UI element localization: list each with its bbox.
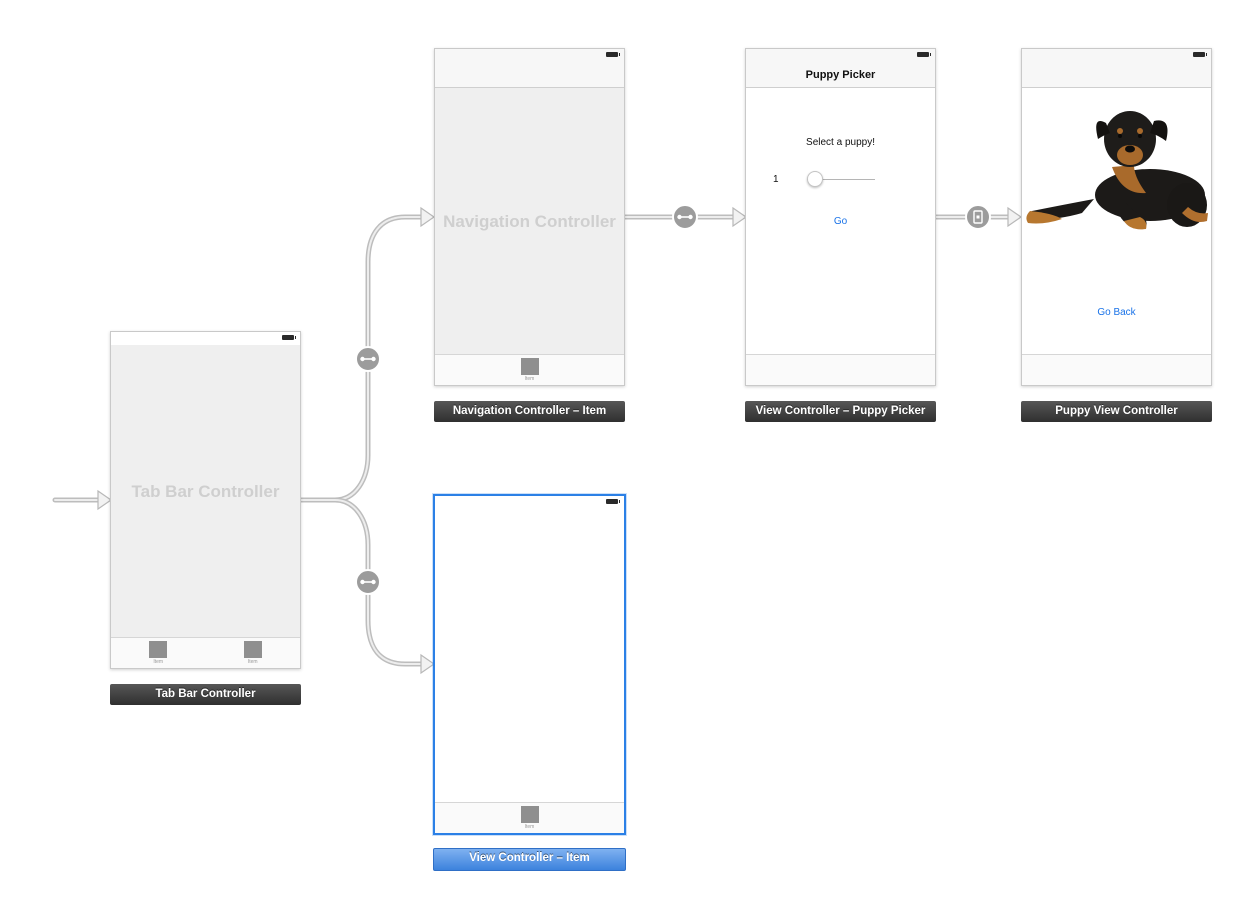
battery-icon [282,335,296,340]
slider-thumb[interactable] [807,171,823,187]
navigation-title: Puppy Picker [805,69,876,81]
scene-label-tab-bar-controller[interactable]: Tab Bar Controller [110,684,301,705]
go-button[interactable]: Go [828,214,853,229]
battery-icon [606,499,620,504]
tab-bar-item-label: Item [247,659,258,665]
go-back-button[interactable]: Go Back [1091,305,1141,320]
relationship-icon[interactable] [672,204,698,230]
scene-watermark-title: Navigation Controller [443,211,616,231]
tab-bar [1022,354,1211,385]
scene-content-area: Navigation Controller [435,88,624,355]
battery-icon [1193,52,1207,57]
tab-placeholder-icon [149,641,168,658]
tab-bar: Item [435,354,624,385]
tab-bar [746,354,935,385]
relationship-icon[interactable] [355,346,381,372]
tab-placeholder-icon [520,358,539,375]
tab-bar-item[interactable]: Item [500,355,560,382]
status-bar [435,496,624,508]
tab-bar-item[interactable]: Item [500,803,560,830]
tab-bar-item-label: Item [524,376,535,382]
navigation-bar [435,49,624,88]
scene-content-area: Tab Bar Controller [111,345,300,638]
battery-icon [606,52,620,57]
navigation-controller-scene[interactable]: Navigation Controller Item [434,48,625,386]
modal-segue-icon[interactable] [965,204,991,230]
puppy-slider[interactable] [807,171,875,187]
tab-bar-item[interactable]: Item [128,638,188,665]
slider-track[interactable] [807,179,875,180]
navigation-bar [1022,49,1211,88]
scene-label-puppy-view-controller[interactable]: Puppy View Controller [1021,401,1212,422]
slider-value-label: 1 [773,174,779,185]
tab-placeholder-icon [243,641,262,658]
view-controller-item-scene[interactable]: Item [433,494,626,835]
scene-label-view-controller-item[interactable]: View Controller – Item [433,848,626,871]
puppy-picker-scene[interactable]: Puppy Picker Select a puppy! 1 Go [745,48,936,386]
tab-bar-controller-scene[interactable]: Tab Bar Controller Item Item [110,331,301,669]
tab-bar-item-label: Item [153,659,164,665]
tab-bar: Item Item [111,637,300,668]
battery-icon [917,52,931,57]
tab-placeholder-icon [520,806,539,823]
select-puppy-label: Select a puppy! [806,137,875,148]
scene-label-puppy-picker[interactable]: View Controller – Puppy Picker [745,401,936,422]
initial-scene-arrow[interactable] [52,489,113,511]
tab-bar-item-label: Item [524,824,535,830]
status-bar [111,332,300,344]
scene-watermark-title: Tab Bar Controller [131,481,280,501]
puppy-image [1026,111,1208,230]
tab-bar: Item [435,802,624,833]
navigation-bar: Puppy Picker [746,49,935,88]
puppy-view-controller-scene[interactable]: Go Back [1021,48,1212,386]
tab-bar-item[interactable]: Item [223,638,283,665]
scene-label-navigation-controller[interactable]: Navigation Controller – Item [434,401,625,422]
relationship-icon[interactable] [355,569,381,595]
